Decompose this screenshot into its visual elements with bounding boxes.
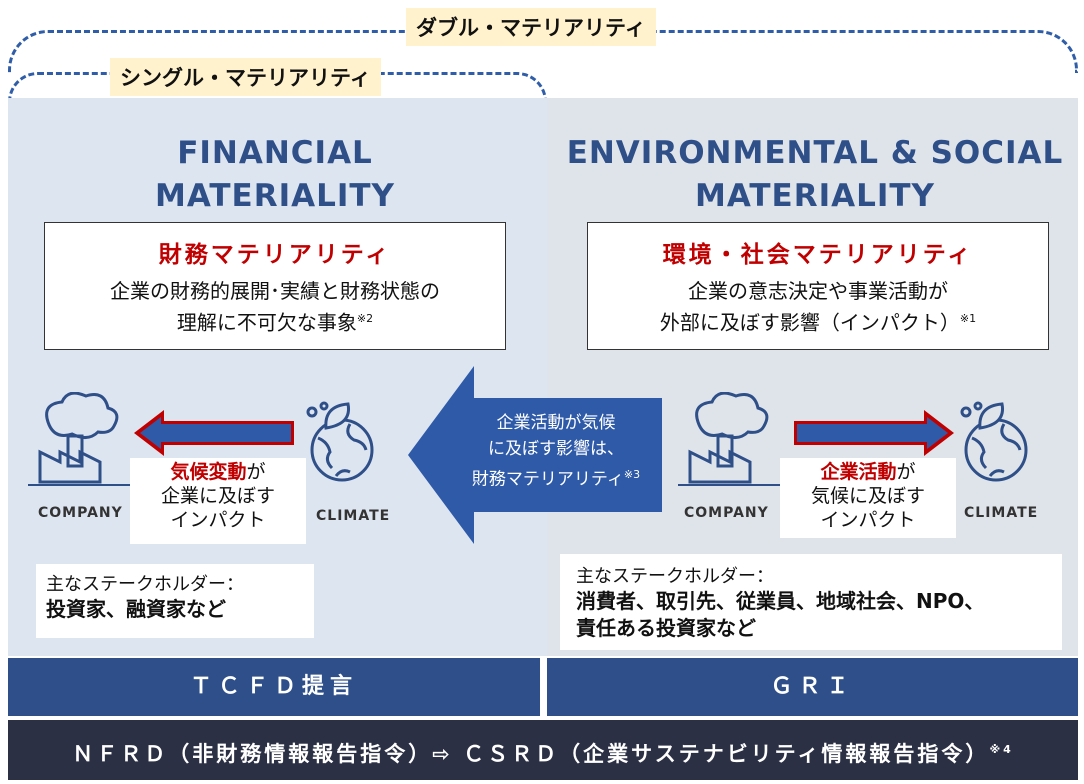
leaf-globe-icon	[306, 401, 374, 482]
climate-label-right: CLIMATE	[964, 505, 1039, 521]
factory-icon-right	[678, 392, 782, 486]
environmental-social-materiality-title: ENVIRONMENTAL & SOCIAL MATERIALITY	[566, 135, 1064, 214]
nfrd-csrd-bar: ＮＦＲＤ（非財務情報報告指令）⇨ ＣＳＲＤ（企業サステナビリティ情報報告指令）※…	[8, 720, 1078, 780]
financial-materiality-heading: 財務マテリアリティ	[158, 242, 392, 268]
leaf-globe-icon-right	[960, 401, 1028, 482]
left-impact-box: 気候変動が 企業に及ぼす インパクト	[130, 458, 306, 544]
financial-materiality-panel	[8, 98, 547, 656]
gri-bar: ＧＲＩ	[547, 658, 1078, 716]
center-arrow-text: 企業活動が気候 に及ぼす影響は、 財務マテリアリティ※3	[471, 413, 641, 490]
company-label-right: COMPANY	[684, 505, 769, 521]
financial-materiality-definition: 財務マテリアリティ 企業の財務的展開･実績と財務状態の 理解に不可欠な事象※2	[44, 222, 506, 350]
single-materiality-label: シングル・マテリアリティ	[110, 58, 381, 96]
right-arrow-icon	[794, 410, 954, 456]
right-impact-box: 企業活動が 気候に及ぼす インパクト	[780, 458, 956, 538]
financial-materiality-title: FINANCIAL MATERIALITY	[154, 135, 396, 214]
double-materiality-label: ダブル・マテリアリティ	[406, 8, 656, 46]
left-stakeholders: 主なステークホルダー： 投資家、融資家など	[36, 564, 314, 638]
right-stakeholders: 主なステークホルダー： 消費者、取引先、従業員、地域社会、NPO、 責任ある投資…	[560, 554, 1062, 650]
climate-label-left: CLIMATE	[316, 508, 391, 524]
factory-icon	[28, 392, 132, 486]
tcfd-bar: ＴＣＦＤ提言	[8, 658, 540, 716]
company-label-left: COMPANY	[38, 505, 123, 521]
left-arrow-icon	[134, 410, 294, 456]
center-left-arrow-icon	[408, 366, 662, 544]
environmental-social-materiality-definition: 環境・社会マテリアリティ 企業の意志決定や事業活動が 外部に及ぼす影響（インパク…	[587, 222, 1049, 350]
environmental-social-materiality-heading: 環境・社会マテリアリティ	[662, 242, 974, 268]
